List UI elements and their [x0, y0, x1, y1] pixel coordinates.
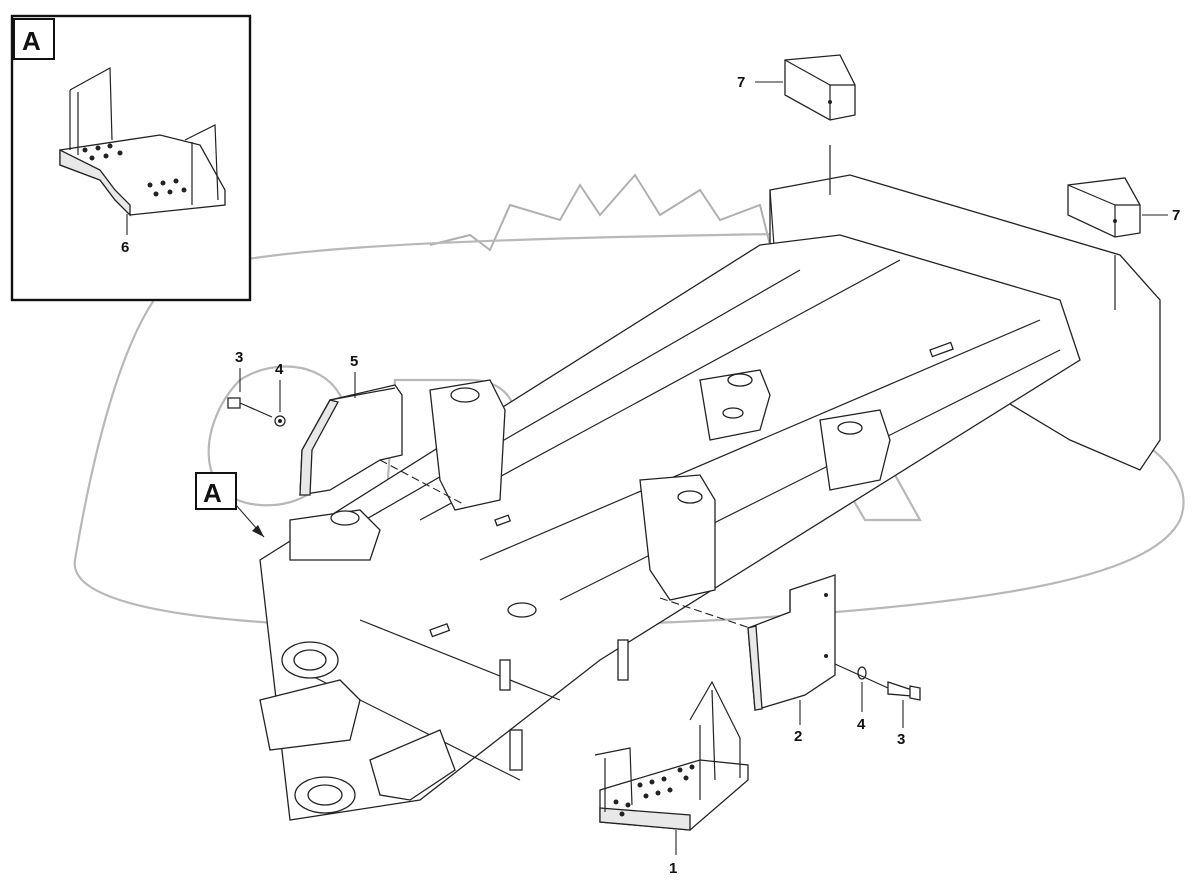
- view-a-indicator-label: A: [203, 478, 222, 508]
- detail-view-frame: [10, 14, 252, 302]
- callout-6: 6: [121, 239, 129, 256]
- washer-4-left: [274, 415, 286, 427]
- washer-4-right: [857, 666, 867, 680]
- callout-4-right: 4: [857, 716, 866, 733]
- callout-3-left: 3: [235, 349, 243, 366]
- detail-view-label: A: [22, 26, 41, 56]
- callout-7-right: 7: [1172, 207, 1180, 224]
- callout-2: 2: [794, 728, 802, 745]
- bolt-3-right: [887, 681, 921, 701]
- cover-plate-2: [747, 574, 836, 711]
- callout-5: 5: [350, 353, 358, 370]
- detail-view-label-box: [13, 18, 55, 60]
- callout-4-left: 4: [275, 361, 284, 378]
- bolt-3-left: [227, 397, 273, 418]
- step-bracket-1: [594, 680, 749, 831]
- callout-7-upper: 7: [737, 74, 745, 91]
- callout-1: 1: [669, 860, 677, 877]
- block-7-right: [1067, 177, 1141, 238]
- detail-view-a: A 6: [10, 14, 252, 302]
- callout-3-right: 3: [897, 731, 905, 748]
- view-a-indicator-box: [195, 472, 237, 510]
- block-7-upper: [784, 54, 856, 121]
- step-bracket-6: [59, 67, 226, 217]
- view-a-indicator: A: [195, 472, 265, 538]
- main-frame: [259, 145, 1161, 821]
- cover-plate-5: [299, 384, 403, 496]
